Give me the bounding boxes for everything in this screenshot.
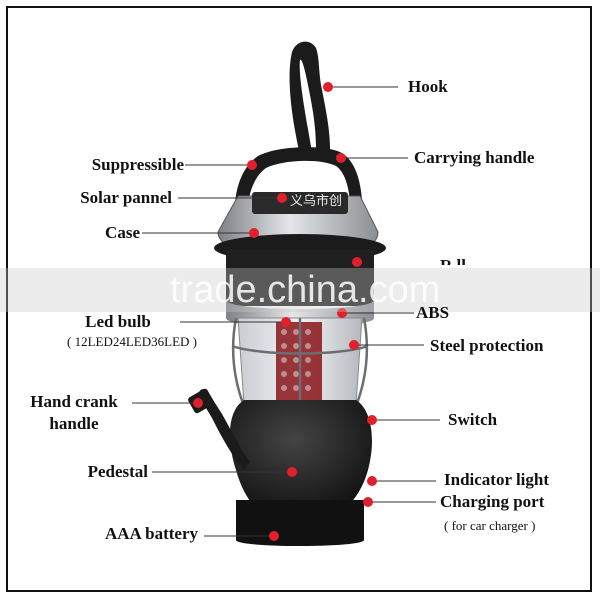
marker-crank xyxy=(193,398,203,408)
label-led-bulb: Led bulb xyxy=(85,312,151,331)
watermark-band xyxy=(0,268,600,312)
label-abs: ABS xyxy=(416,303,450,322)
marker-pedestal xyxy=(287,467,297,477)
leader-lines xyxy=(132,86,440,537)
base-foot-shape xyxy=(236,500,364,546)
marker-solar xyxy=(277,193,287,203)
marker-abs xyxy=(337,308,347,318)
label-partial-occluded: R ll xyxy=(440,256,466,275)
marker-led xyxy=(281,317,291,327)
marker-indicator xyxy=(367,476,377,486)
label-suppressible: Suppressible xyxy=(91,155,184,174)
label-switch: Switch xyxy=(448,410,498,429)
marker-carrying-handle xyxy=(336,153,346,163)
marker-suppressible xyxy=(247,160,257,170)
marker-partial xyxy=(352,257,362,267)
marker-battery xyxy=(269,531,279,541)
hand-crank-shape xyxy=(198,389,250,470)
image-frame xyxy=(6,6,592,592)
overlay-watermark-cn: 义乌市创 xyxy=(290,194,343,209)
label-pedestal: Pedestal xyxy=(87,462,148,481)
watermark-text: trade.china.com xyxy=(170,269,441,311)
label-aaa-battery: AAA battery xyxy=(104,524,198,543)
markers xyxy=(193,82,377,541)
marker-hook xyxy=(323,82,333,92)
carrying-handle-shape xyxy=(234,147,363,226)
upper-body-shape xyxy=(226,250,374,306)
label-case: Case xyxy=(105,223,140,242)
marker-charging xyxy=(363,497,373,507)
label-led-bulb-sub: ( 12LED24LED36LED ) xyxy=(67,334,197,349)
label-hook: Hook xyxy=(408,77,448,96)
pedestal-shape xyxy=(229,400,372,514)
marker-case xyxy=(249,228,259,238)
label-hand-crank-2: handle xyxy=(49,414,99,433)
label-carrying-handle: Carrying handle xyxy=(414,148,535,167)
marker-switch xyxy=(367,415,377,425)
hook-shape xyxy=(289,41,330,156)
label-hand-crank-1: Hand crank xyxy=(30,392,118,411)
label-steel-protection: Steel protection xyxy=(430,336,544,355)
label-indicator-light: Indicator light xyxy=(444,470,550,489)
marker-steel xyxy=(349,340,359,350)
label-charging-port-sub: ( for car charger ) xyxy=(444,518,536,533)
label-charging-port: Charging port xyxy=(440,492,545,511)
label-solar-pannel: Solar pannel xyxy=(80,188,172,207)
